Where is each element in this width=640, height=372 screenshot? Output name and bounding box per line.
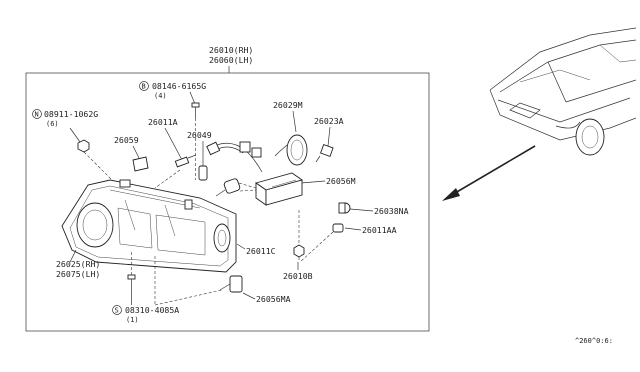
callout-lamp-rh: 26025(RH) — [56, 259, 100, 269]
callout-main-rh: 26010(RH) — [209, 45, 253, 55]
callout-26011c: 26011C — [246, 246, 276, 256]
bulb-26011a-icon — [174, 154, 197, 168]
bolt-icon — [191, 102, 200, 118]
callout-26023a: 26023A — [314, 116, 344, 126]
headlamp-assembly-icon — [61, 179, 237, 273]
pointer-arrow-icon — [442, 145, 536, 201]
callout-nut-code: 08911-1062G — [44, 109, 98, 119]
callout-lamp-lh: 26075(LH) — [56, 269, 100, 279]
callout-bolt-qty: (4) — [154, 92, 167, 100]
bolt-prefix: B — [142, 83, 146, 91]
screw-icon — [127, 274, 136, 292]
bulb-26023a-icon — [315, 143, 334, 163]
assembly-frame — [25, 72, 430, 332]
bulb-26011aa-icon — [332, 223, 344, 233]
clip-26010b-icon — [293, 244, 305, 258]
callout-26029m: 26029M — [273, 100, 303, 110]
callout-26056ma: 26056MA — [256, 294, 291, 304]
bulb-26038na-icon — [338, 202, 351, 214]
callout-screw-code: 08310-4085A — [125, 305, 179, 315]
callout-26010b: 26010B — [283, 271, 313, 281]
callout-26059: 26059 — [114, 135, 139, 145]
callout-26056m: 26056M — [326, 176, 356, 186]
hid-bulb-icon — [215, 178, 241, 197]
callout-nut-qty: (6) — [46, 120, 59, 128]
label-26059-icon — [132, 156, 149, 172]
callout-26011aa: 26011AA — [362, 225, 397, 235]
cover-26029m-icon — [274, 134, 308, 166]
callout-bolt-code: 08146-6165G — [152, 81, 206, 91]
nut-icon — [77, 139, 90, 153]
socket-26049-icon — [198, 165, 208, 181]
nut-prefix: N — [35, 111, 39, 119]
footer-code: ^260^0:6: — [575, 337, 613, 345]
callout-26011a: 26011A — [148, 117, 178, 127]
harness-icon — [206, 141, 263, 173]
callout-26038na: 26038NA — [374, 206, 409, 216]
igniter-26056ma-icon — [219, 275, 243, 293]
callout-screw-qty: (1) — [126, 316, 139, 324]
callout-main-lh: 26060(LH) — [209, 55, 253, 65]
car-icon — [489, 27, 637, 156]
ballast-26056m-icon — [254, 172, 304, 206]
screw-prefix: S — [115, 307, 119, 315]
callout-26049: 26049 — [187, 130, 212, 140]
